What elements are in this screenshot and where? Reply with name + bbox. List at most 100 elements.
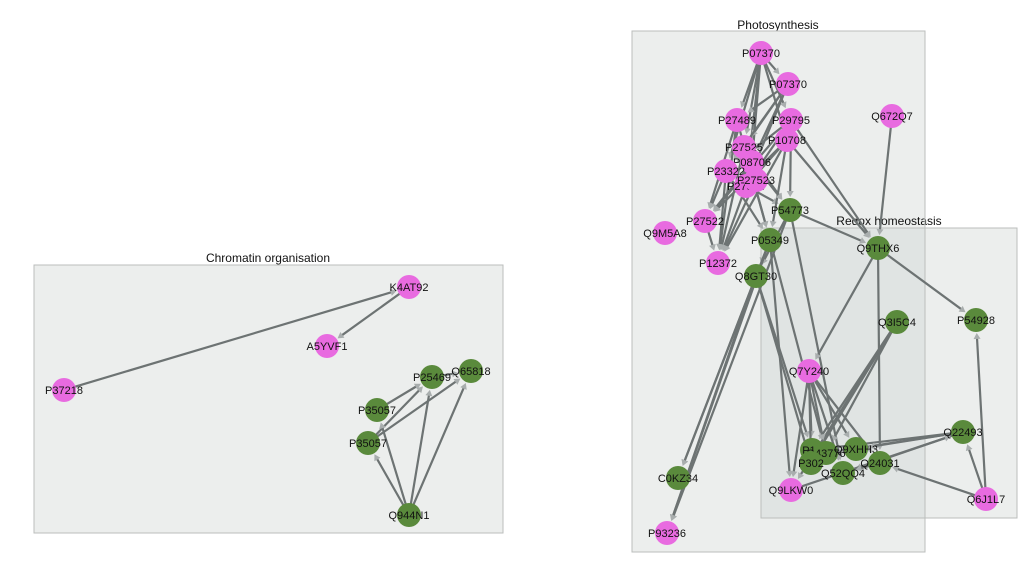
group-layer: Chromatin organisation Photosynthesis Re… xyxy=(33,18,1018,553)
node-q9xhh3[interactable]: Q9XHH3 xyxy=(834,437,878,461)
node-q9m5a8[interactable]: Q9M5A8 xyxy=(643,221,687,245)
node-circle[interactable] xyxy=(714,159,738,183)
node-circle[interactable] xyxy=(666,466,690,490)
node-p29795[interactable]: P29795 xyxy=(772,108,810,132)
node-circle[interactable] xyxy=(866,236,890,260)
node-circle[interactable] xyxy=(951,420,975,444)
node-circle[interactable] xyxy=(397,503,421,527)
node-a5yvf1[interactable]: A5YVF1 xyxy=(307,334,348,358)
node-circle[interactable] xyxy=(740,150,764,174)
node-q944n1[interactable]: Q944N1 xyxy=(389,503,430,527)
node-circle[interactable] xyxy=(758,228,782,252)
node-p10708[interactable]: P10708 xyxy=(768,128,806,152)
node-q22493[interactable]: Q22493 xyxy=(943,420,983,444)
node-q24031[interactable]: Q24031 xyxy=(860,451,900,475)
node-p302[interactable]: P302 xyxy=(798,451,824,475)
node-p07370b[interactable]: P07370 xyxy=(769,72,807,96)
node-q3i5c4[interactable]: Q3I5C4 xyxy=(878,310,916,334)
node-circle[interactable] xyxy=(693,209,717,233)
node-p27523[interactable]: P27523 xyxy=(737,168,775,192)
node-circle[interactable] xyxy=(844,437,868,461)
node-label: P93236 xyxy=(648,528,686,540)
edge-q6j1l7-q24031 xyxy=(894,467,981,498)
edge-p07370a-p29795 xyxy=(762,58,786,106)
node-circle[interactable] xyxy=(397,275,421,299)
node-circle[interactable] xyxy=(964,308,988,332)
node-q672q7[interactable]: Q672Q7 xyxy=(871,104,913,128)
node-p27522[interactable]: P27522 xyxy=(686,209,724,233)
node-p08706[interactable]: P08706 xyxy=(733,150,771,174)
node-circle[interactable] xyxy=(420,365,444,389)
node-q65818[interactable]: Q65818 xyxy=(451,359,491,383)
node-p35057a[interactable]: P35057 xyxy=(358,398,396,422)
node-circle[interactable] xyxy=(775,128,799,152)
node-label: Q6J1L7 xyxy=(967,494,1006,506)
node-circle[interactable] xyxy=(974,487,998,511)
node-circle[interactable] xyxy=(880,104,904,128)
edge-arrowhead xyxy=(425,389,433,397)
node-label: P37218 xyxy=(45,385,83,397)
node-p35057b[interactable]: P35057 xyxy=(349,431,387,455)
edge-arrowhead xyxy=(451,370,459,378)
node-p25469[interactable]: P25469 xyxy=(413,365,451,389)
node-q52qq4[interactable]: Q52QQ4 xyxy=(821,461,865,485)
node-circle[interactable] xyxy=(459,359,483,383)
node-q8gt30[interactable]: Q8GT30 xyxy=(735,264,777,288)
node-p27489[interactable]: P27489 xyxy=(718,108,756,132)
node-label: P07370 xyxy=(769,79,807,91)
node-p05349[interactable]: P05349 xyxy=(751,228,789,252)
edge-arrowhead xyxy=(831,434,839,442)
node-q6j1l7[interactable]: Q6J1L7 xyxy=(967,487,1006,511)
edge-q7y240-q9xhh3 xyxy=(811,376,849,436)
node-circle[interactable] xyxy=(744,264,768,288)
node-circle[interactable] xyxy=(779,478,803,502)
node-circle[interactable] xyxy=(315,334,339,358)
node-circle[interactable] xyxy=(885,310,909,334)
node-label: Q65818 xyxy=(451,366,490,378)
node-label: Q7Y240 xyxy=(789,366,829,378)
node-k4at92[interactable]: K4AT92 xyxy=(390,275,429,299)
node-circle[interactable] xyxy=(778,198,802,222)
node-q9lkw0[interactable]: Q9LKW0 xyxy=(769,478,814,502)
node-p54773[interactable]: P54773 xyxy=(771,198,809,222)
edge-q944n1-q65818 xyxy=(410,385,466,510)
node-circle[interactable] xyxy=(744,168,768,192)
node-circle[interactable] xyxy=(725,108,749,132)
node-circle[interactable] xyxy=(797,359,821,383)
node-label: P54928 xyxy=(957,315,995,327)
node-circle[interactable] xyxy=(655,521,679,545)
node-label: Q672Q7 xyxy=(871,111,913,123)
edge-p35057a-p25469 xyxy=(382,384,419,408)
node-p12372[interactable]: P12372 xyxy=(699,251,737,275)
node-circle[interactable] xyxy=(356,431,380,455)
node-q7y240[interactable]: Q7Y240 xyxy=(789,359,829,383)
node-p37218[interactable]: P37218 xyxy=(45,378,83,402)
node-label: P27522 xyxy=(686,216,724,228)
node-p07370a[interactable]: P07370 xyxy=(742,41,780,65)
node-circle[interactable] xyxy=(365,398,389,422)
node-circle[interactable] xyxy=(52,378,76,402)
node-label: Q24031 xyxy=(860,458,899,470)
node-circle[interactable] xyxy=(706,251,730,275)
node-circle[interactable] xyxy=(868,451,892,475)
edge-p29795-q9thx6 xyxy=(793,124,870,236)
node-circle[interactable] xyxy=(776,72,800,96)
node-circle[interactable] xyxy=(653,221,677,245)
node-circle[interactable] xyxy=(779,108,803,132)
edge-p08706-p27522 xyxy=(714,166,749,209)
edge-arrowhead xyxy=(722,244,730,252)
node-circle[interactable] xyxy=(799,451,823,475)
node-circle[interactable] xyxy=(749,41,773,65)
edge-p07370a-p10708 xyxy=(761,58,784,125)
group-box-chromatin xyxy=(33,264,504,534)
edge-p05349-q43776 xyxy=(770,245,823,438)
node-q9thx6[interactable]: Q9THX6 xyxy=(857,236,900,260)
node-p54928[interactable]: P54928 xyxy=(957,308,995,332)
node-p93236[interactable]: P93236 xyxy=(648,521,686,545)
node-p23322[interactable]: P23322 xyxy=(707,159,745,183)
node-c0kz34[interactable]: C0KZ34 xyxy=(658,466,698,490)
node-circle[interactable] xyxy=(831,461,855,485)
edge-q8gt30-p302 xyxy=(756,281,808,448)
edge-arrowhead xyxy=(818,433,826,441)
